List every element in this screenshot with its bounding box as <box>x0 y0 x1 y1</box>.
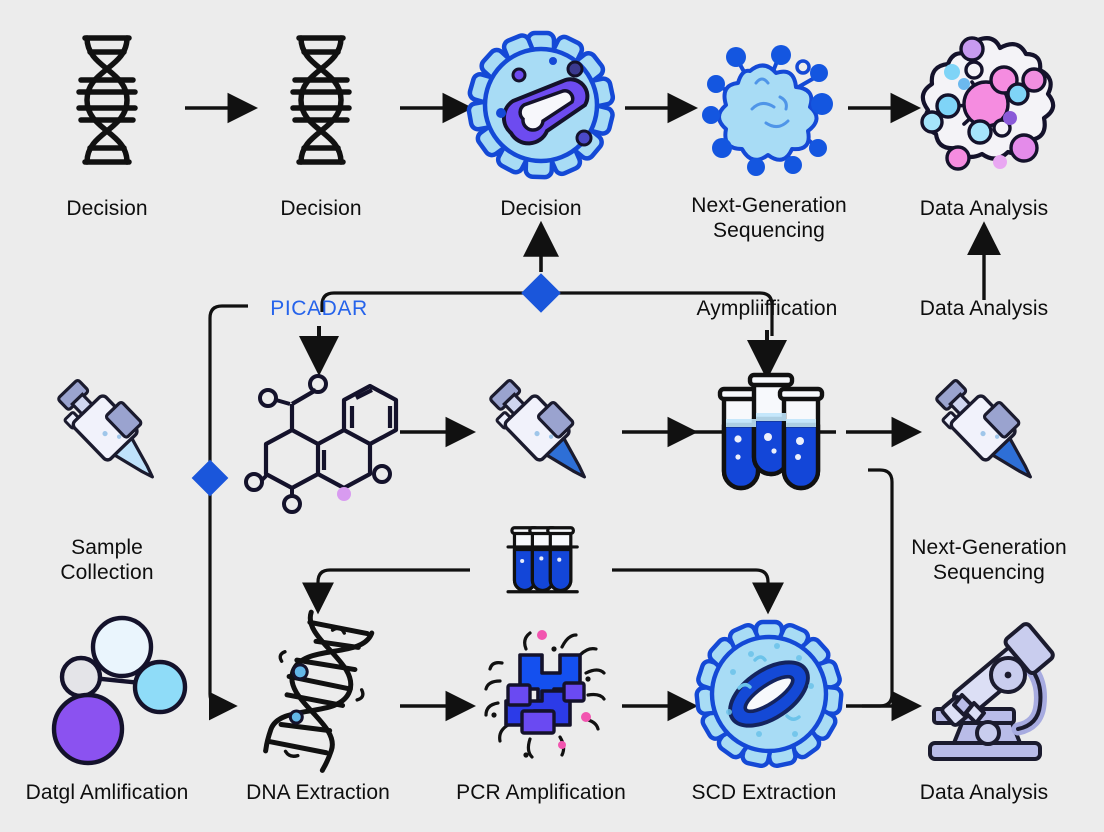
icon-cell-cluster <box>694 28 844 184</box>
label-mid-5: Next-Generation Sequencing <box>911 536 1067 584</box>
diamond-node-top[interactable] <box>519 271 563 315</box>
icon-molecule-nodes <box>48 615 198 768</box>
label-mid-1: Sample Collection <box>60 536 154 584</box>
label-bot-3: PCR Amplification <box>456 781 626 804</box>
label-picadar: PICADAR <box>270 297 368 320</box>
label-bot-5: Data Analysis <box>919 781 1049 804</box>
label-bot-4: SCD Extraction <box>691 781 837 804</box>
diamond-node-left[interactable] <box>190 458 230 498</box>
icon-virus-oval <box>694 618 844 770</box>
label-top-5: Data Analysis <box>919 197 1049 220</box>
label-top-1: Decision <box>66 197 148 220</box>
label-top-4: Next-Generation Sequencing <box>691 194 847 242</box>
icon-dna-helix-1 <box>62 28 152 188</box>
label-data-analysis-mid: Data Analysis <box>919 297 1049 320</box>
icon-pipette-1 <box>40 368 180 498</box>
icon-pipette-2 <box>472 368 612 498</box>
icon-microscope <box>916 618 1066 768</box>
icon-test-tubes-mid <box>694 372 844 500</box>
icon-dna-strand <box>254 609 384 773</box>
label-amplification: Aympliiffication <box>696 297 838 320</box>
label-top-2: Decision <box>280 197 362 220</box>
icon-virus-capsid <box>466 26 616 184</box>
icon-molecule-network <box>912 24 1064 184</box>
label-top-3: Decision <box>500 197 582 220</box>
icon-dna-helix-2 <box>276 28 366 188</box>
icon-chemical-structure <box>232 366 406 514</box>
label-bot-1: Datgl Amlification <box>25 781 189 804</box>
icon-pipette-3 <box>918 368 1058 498</box>
icon-protein-blocks <box>468 622 620 768</box>
label-bot-2: DNA Extraction <box>246 781 390 804</box>
icon-test-tubes-inline <box>494 518 590 604</box>
